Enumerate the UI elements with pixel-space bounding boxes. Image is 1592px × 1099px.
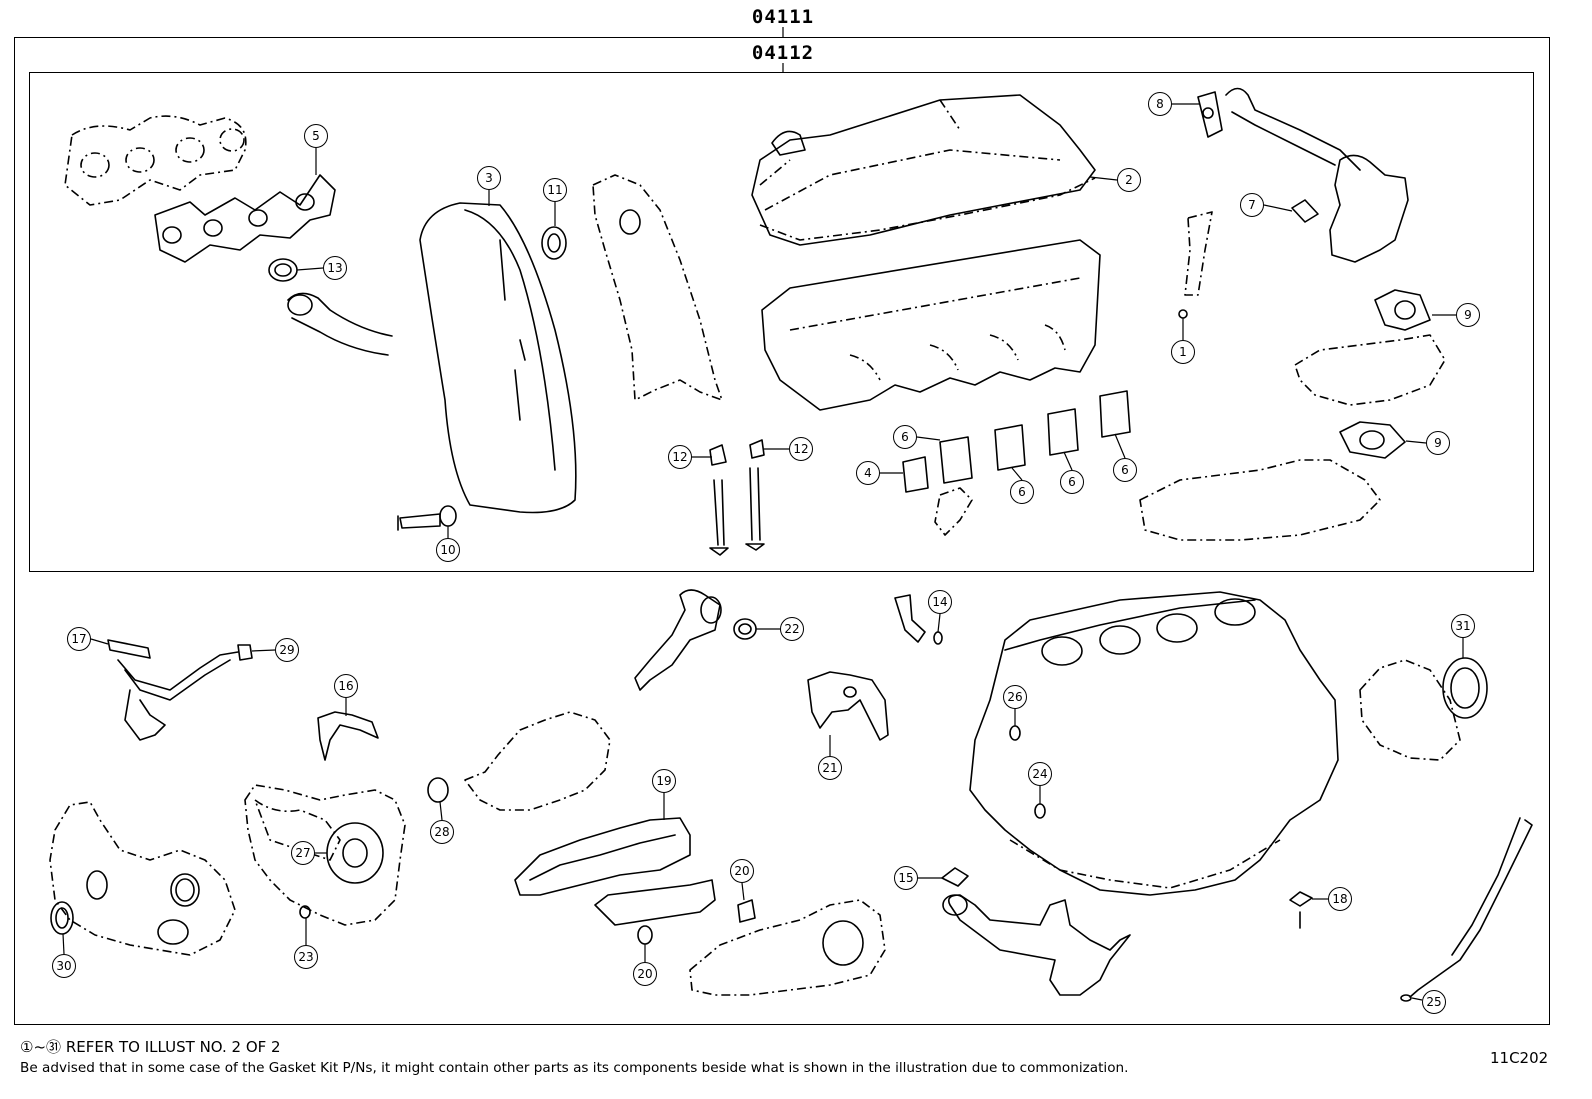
callout-25: 25 — [1422, 990, 1446, 1014]
callout-12-left: 12 — [668, 445, 692, 469]
outer-kit-number: 04111 — [751, 6, 815, 28]
callout-17: 17 — [67, 627, 91, 651]
callout-15: 15 — [894, 866, 918, 890]
callout-2: 2 — [1117, 168, 1141, 192]
callout-21: 21 — [818, 756, 842, 780]
callout-6-c: 6 — [1060, 470, 1084, 494]
callout-9-lower: 9 — [1426, 431, 1450, 455]
callout-12-right: 12 — [789, 437, 813, 461]
callout-29: 29 — [275, 638, 299, 662]
callout-6-a: 6 — [893, 425, 917, 449]
callout-19: 19 — [652, 769, 676, 793]
callout-27: 27 — [291, 841, 315, 865]
callout-20-upper: 20 — [730, 859, 754, 883]
callout-10: 10 — [436, 538, 460, 562]
callout-30: 30 — [52, 954, 76, 978]
callout-31: 31 — [1451, 614, 1475, 638]
callout-4: 4 — [856, 461, 880, 485]
callout-22: 22 — [780, 617, 804, 641]
callout-13: 13 — [323, 256, 347, 280]
callout-3: 3 — [477, 166, 501, 190]
drawing-code: 11C202 — [1490, 1049, 1549, 1067]
inner-kit-number: 04112 — [751, 42, 815, 64]
callout-23: 23 — [294, 945, 318, 969]
advisory-note: Be advised that in some case of the Gask… — [20, 1060, 1129, 1076]
callout-5: 5 — [304, 124, 328, 148]
callout-24: 24 — [1028, 762, 1052, 786]
callout-8: 8 — [1148, 92, 1172, 116]
reference-range-end: ㉛ — [46, 1038, 62, 1056]
reference-note: REFER TO ILLUST NO. 2 OF 2 — [65, 1038, 281, 1056]
callout-6-b: 6 — [1010, 480, 1034, 504]
callout-28: 28 — [430, 820, 454, 844]
callout-26: 26 — [1003, 685, 1027, 709]
reference-range-start: ① — [20, 1038, 34, 1056]
callout-14: 14 — [928, 590, 952, 614]
outer-kit-frame — [14, 37, 1550, 1025]
callout-6-d: 6 — [1113, 458, 1137, 482]
reference-tilde: ~ — [33, 1038, 47, 1056]
reference-line: ①~㉛ REFER TO ILLUST NO. 2 OF 2 — [20, 1036, 281, 1057]
inner-kit-frame — [29, 72, 1534, 572]
callout-20-lower: 20 — [633, 962, 657, 986]
callout-18: 18 — [1328, 887, 1352, 911]
callout-1: 1 — [1171, 340, 1195, 364]
callout-9-upper: 9 — [1456, 303, 1480, 327]
callout-7: 7 — [1240, 193, 1264, 217]
callout-16: 16 — [334, 674, 358, 698]
callout-11: 11 — [543, 178, 567, 202]
